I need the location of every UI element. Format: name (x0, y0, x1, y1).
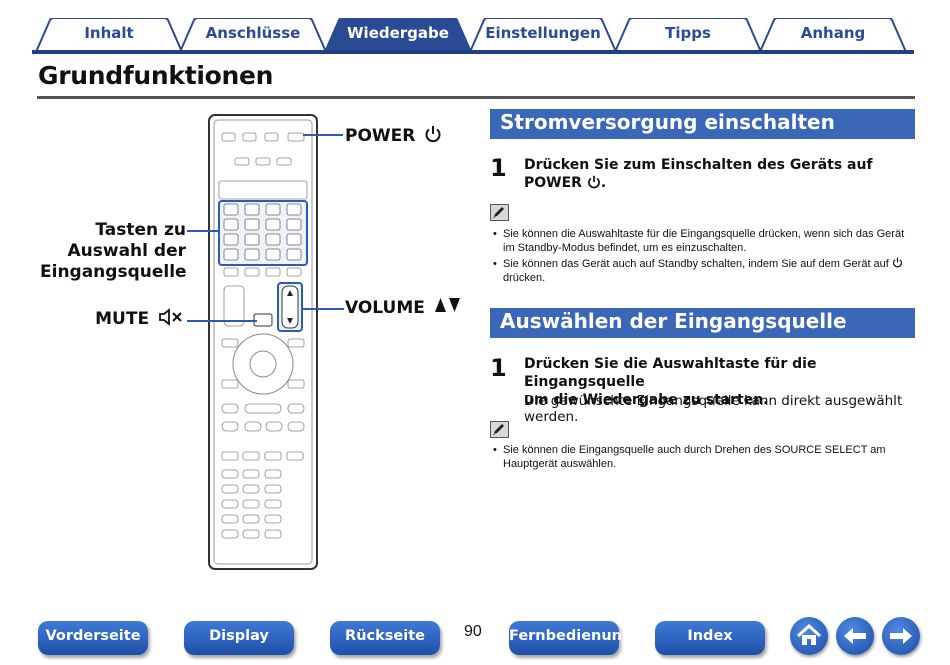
input-keys-callout: Tasten zu Auswahl der Eingangsquelle (40, 220, 187, 283)
next-page-button[interactable] (882, 617, 920, 655)
power-icon (425, 126, 441, 143)
tab-einstellungen[interactable]: Einstellungen (470, 18, 616, 52)
input-keys-leader-line (187, 230, 219, 232)
section-heading-input: Auswählen der Eingangsquelle (490, 308, 915, 338)
section-heading-power: Stromversorgung einschalten (490, 109, 915, 139)
pencil-note-icon (490, 204, 509, 221)
mute-icon (159, 308, 182, 326)
power-leader-line (303, 134, 343, 136)
note-text-line1: Sie können die Eingangsquelle auch durch… (503, 444, 886, 456)
note-text-line2: im Standby-Modus befindet, um es einzusc… (503, 242, 747, 254)
tab-inhalt[interactable]: Inhalt (36, 18, 182, 52)
step-line-2: POWER . (524, 175, 607, 191)
input-keys-label-line1: Tasten zu (95, 220, 186, 240)
section-heading-text: Auswählen der Eingangsquelle (500, 309, 847, 333)
home-button[interactable] (790, 617, 828, 655)
volume-callout-label: VOLUME (345, 298, 425, 318)
note-text-line1: Sie können das Gerät auch auf Standby sc… (503, 258, 889, 270)
nav-back-panel-button[interactable]: Rückseite (330, 621, 440, 655)
note-text-line2: Hauptgerät auswählen. (503, 458, 617, 470)
mute-callout-label: MUTE (95, 309, 150, 329)
nav-display-button[interactable]: Display (184, 621, 294, 655)
input-keys-label-line3: Eingangsquelle (40, 262, 187, 282)
input-keys-label-line2: Auswahl der (67, 241, 187, 261)
forward-arrow-icon (890, 628, 912, 644)
step-number: 1 (490, 154, 507, 182)
tab-bar: Inhalt Anschlüsse Wiedergabe Einstellung… (32, 18, 914, 54)
note-text-line1: Sie können die Auswahltaste für die Eing… (503, 228, 905, 240)
tab-label: Inhalt (84, 24, 134, 42)
step-instruction: Drücken Sie die Auswahltaste für die Ein… (524, 355, 914, 409)
nav-remote-button[interactable]: Fernbedienung (509, 621, 632, 655)
step-line-1: Drücken Sie die Auswahltaste für die Ein… (524, 356, 817, 390)
step-instruction: Drücken Sie zum Einschalten des Geräts a… (524, 156, 914, 192)
nav-front-button[interactable]: Vorderseite (38, 621, 148, 655)
tab-tipps[interactable]: Tipps (615, 18, 761, 52)
note-text-line2: drücken. (503, 272, 546, 284)
tab-anhang[interactable]: Anhang (760, 18, 906, 52)
tab-underline (32, 50, 914, 54)
power-callout-label: POWER (345, 126, 416, 146)
power-callout: POWER (345, 125, 442, 146)
note-item: • Sie können die Auswahltaste für die Ei… (493, 228, 905, 254)
tab-anschluesse[interactable]: Anschlüsse (180, 18, 326, 52)
tab-label: Einstellungen (485, 24, 601, 42)
tab-label: Anschlüsse (205, 24, 301, 42)
power-icon (587, 175, 600, 189)
step-line-1: Drücken Sie zum Einschalten des Geräts a… (524, 157, 873, 173)
volume-arrows-icon (434, 298, 460, 312)
step-line-2: um die Wiedergabe zu starten. (524, 392, 769, 408)
step-number: 1 (490, 354, 507, 382)
page-title: Grundfunktionen (38, 61, 274, 90)
volume-leader-line (302, 308, 344, 310)
remote-control-illustration (208, 114, 318, 570)
step-description: Die gewünschte Eingangsquelle kann direk… (524, 393, 903, 425)
tab-label: Wiedergabe (347, 24, 449, 42)
nav-index-button[interactable]: Index (655, 621, 765, 655)
note-item: • Sie können die Eingangsquelle auch dur… (493, 444, 886, 470)
back-arrow-icon (844, 628, 866, 644)
previous-page-button[interactable] (836, 617, 874, 655)
title-divider (37, 96, 915, 99)
power-icon (892, 257, 902, 268)
mute-callout: MUTE (60, 308, 184, 329)
note-item: • Sie können das Gerät auch auf Standby … (493, 257, 915, 285)
tab-label: Anhang (800, 24, 866, 42)
pencil-note-icon (490, 421, 509, 438)
mute-leader-line (187, 320, 257, 322)
tab-wiedergabe[interactable]: Wiedergabe (325, 18, 471, 52)
section-heading-text: Stromversorgung einschalten (500, 110, 835, 134)
tab-label: Tipps (665, 24, 711, 42)
volume-callout: VOLUME (345, 296, 462, 318)
home-icon (796, 623, 822, 645)
page-number: 90 (464, 623, 482, 640)
